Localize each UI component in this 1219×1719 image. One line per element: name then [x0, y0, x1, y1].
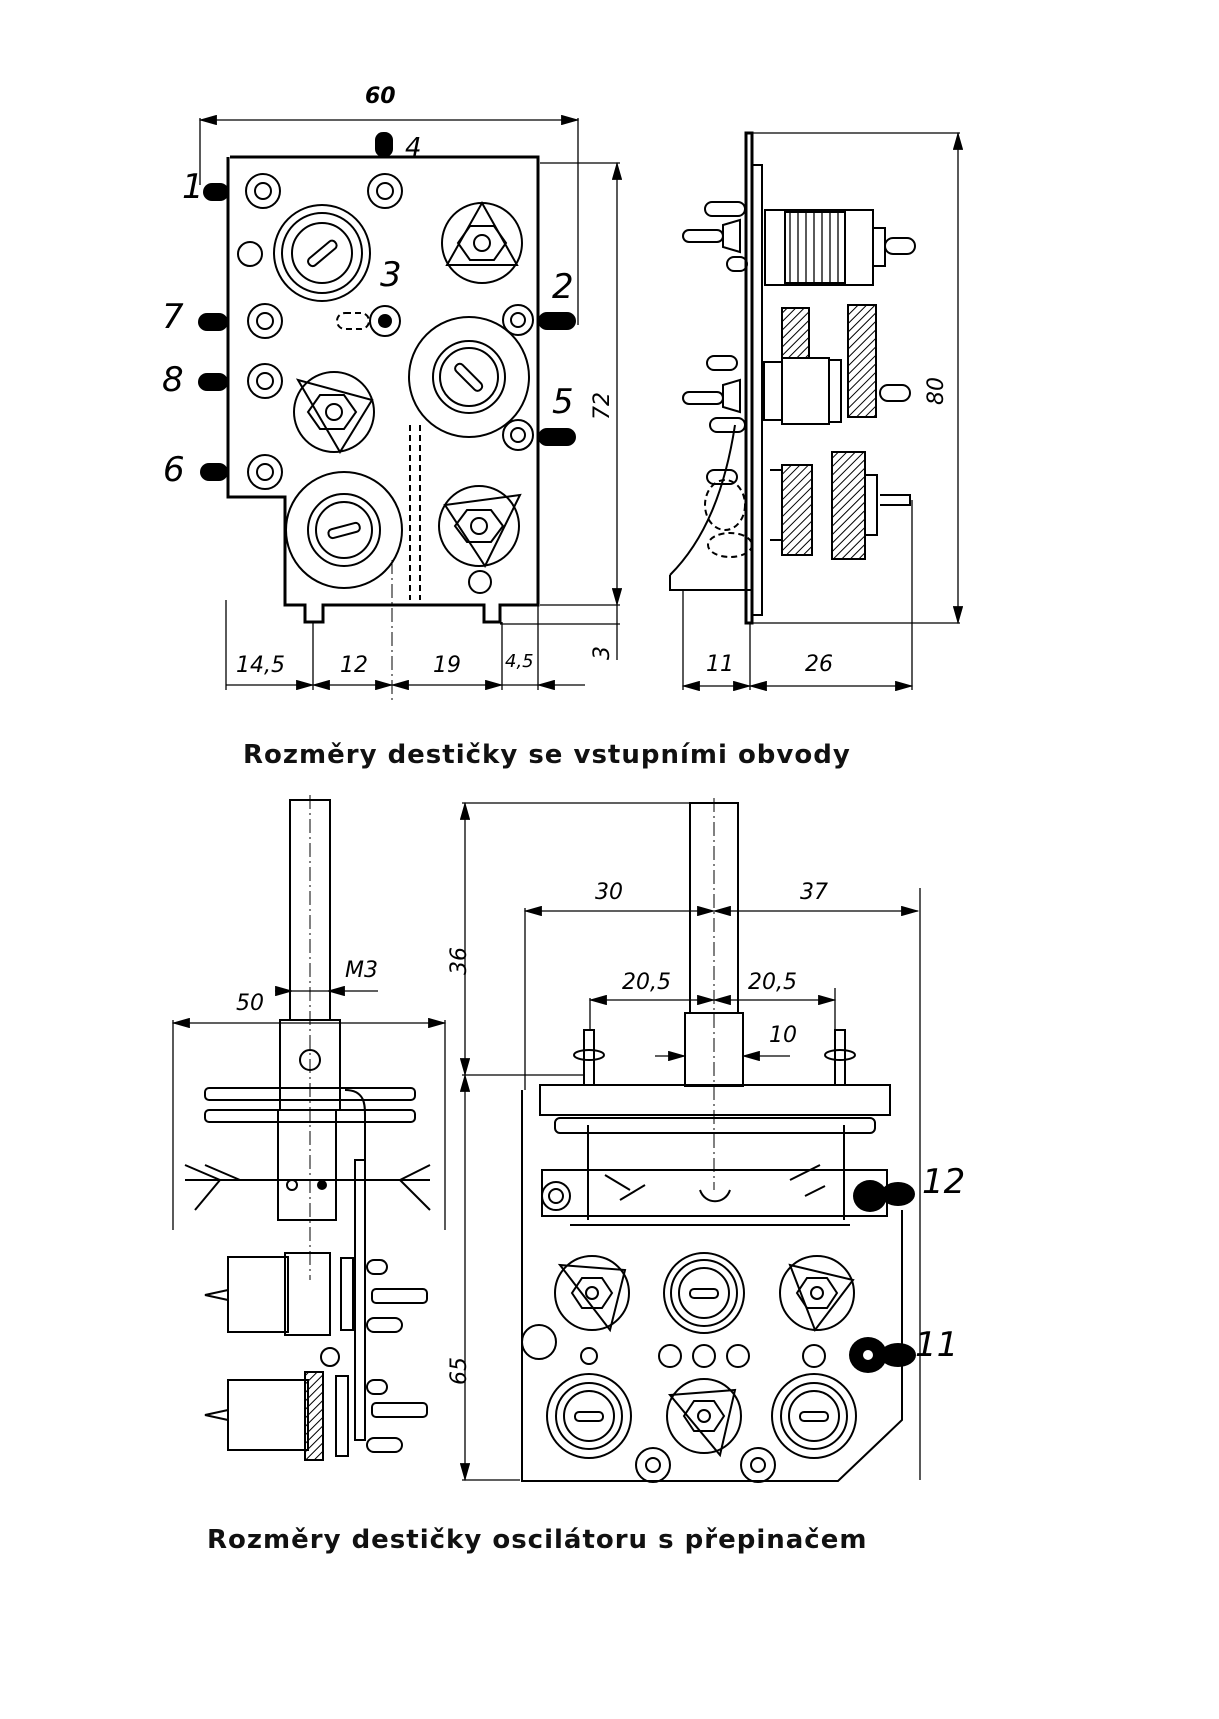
dim-height: 72 [590, 392, 615, 420]
dim-width-50: 50 [236, 991, 264, 1016]
terminal-label-1: 1 [182, 167, 204, 207]
dim-right-pillar-offset: 20,5 [748, 970, 797, 995]
terminal-label-6: 6 [163, 450, 185, 490]
fig1-side-dimensions [681, 131, 964, 692]
caption-oscillator-board: Rozměry destičky oscilátoru s přepinačem [207, 1525, 868, 1555]
side-coil-middle [682, 304, 911, 433]
dim-front-depth: 26 [805, 652, 833, 677]
fig2-front-view [459, 798, 921, 1483]
dim-board-height: 65 [447, 1357, 472, 1385]
dim-thread-m3: M3 [345, 958, 378, 983]
terminal-label-3: 3 [380, 255, 402, 295]
side-coil-bottom [669, 424, 911, 591]
fig2-side-view [171, 795, 447, 1461]
terminal-label-7: 7 [162, 297, 184, 337]
fig2-pillars [573, 1029, 856, 1086]
dim-bottom-segment-1: 14,5 [236, 653, 285, 678]
dim-left-width: 30 [595, 880, 623, 905]
dim-bottom-segment-2: 12 [340, 653, 368, 678]
coil-slotted-3 [285, 471, 403, 589]
coil-slotted-1 [273, 204, 371, 302]
fig2-side-coil-1 [204, 1252, 428, 1336]
fig2-front-dimensions [459, 801, 921, 1482]
coil-slotted-2 [408, 316, 530, 438]
dim-left-pillar-offset: 20,5 [622, 970, 671, 995]
dim-shaft-height: 36 [447, 947, 472, 975]
fig2-holes [521, 1324, 826, 1483]
fig2-side-dimensions [171, 985, 447, 1230]
dim-bottom-segment-3: 19 [433, 653, 461, 678]
side-coil-top [682, 201, 916, 286]
terminal-label-5: 5 [552, 382, 574, 422]
dim-right-width: 37 [800, 880, 828, 905]
terminal-label-11: 11 [915, 1325, 959, 1365]
dim-tab-height: 3 [590, 646, 615, 660]
fig1-front-dimensions [198, 114, 623, 700]
trimmer-hex-2 [293, 371, 375, 454]
dim-rear-depth: 11 [706, 652, 734, 677]
caption-input-board: Rozměry destičky se vstupními obvody [243, 740, 851, 770]
terminal-label-8: 8 [162, 360, 184, 400]
fig1-side-view [669, 131, 964, 692]
mounting-holes [237, 173, 534, 594]
dim-bottom-segment-4: 4,5 [505, 651, 534, 672]
trimmer-hex-3 [438, 485, 522, 569]
terminal-label-2: 2 [552, 267, 574, 307]
terminal-label-12: 12 [922, 1162, 966, 1202]
dim-overall-height: 80 [924, 377, 949, 405]
terminal-label-4: 4 [405, 133, 422, 163]
board-outline [226, 155, 540, 624]
trimmer-row-1 [554, 1252, 855, 1334]
fig1-front-view [198, 114, 623, 700]
trimmer-hex-1 [441, 200, 523, 284]
dim-shaft-diameter: 10 [769, 1023, 797, 1048]
terminal-lugs [198, 132, 576, 481]
trimmer-row-2 [546, 1373, 857, 1459]
terminal-lugs-fig2 [849, 1180, 916, 1373]
fig2-side-coil-2 [204, 1347, 428, 1461]
dim-overall-width: 60 [365, 84, 396, 109]
dashed-rail [409, 425, 421, 600]
